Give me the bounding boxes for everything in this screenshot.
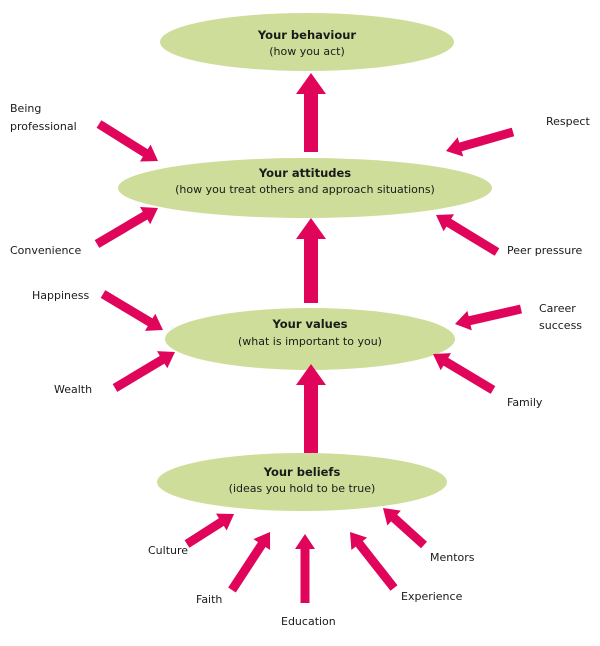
node-values-title: Your values: [271, 317, 347, 331]
node-values: [165, 308, 455, 370]
node-attitudes: [118, 158, 492, 218]
label-respect: Respect: [546, 115, 590, 128]
node-behaviour: [160, 13, 454, 71]
node-beliefs: [157, 453, 447, 511]
influence-arrow-respect: [446, 127, 515, 157]
flow-arrow-beliefs-to-values: [296, 364, 326, 453]
label-career-success: Career success: [539, 302, 582, 332]
label-experience: Experience: [401, 590, 463, 603]
label-family: Family: [507, 396, 543, 409]
node-beliefs-title: Your beliefs: [263, 465, 341, 479]
influence-arrow-career-success: [455, 304, 522, 331]
influence-arrow-faith: [228, 532, 271, 593]
label-mentors: Mentors: [430, 551, 475, 564]
node-attitudes-title: Your attitudes: [258, 166, 351, 180]
influence-arrow-convenience: [94, 207, 158, 248]
influence-arrow-education: [295, 534, 315, 603]
node-values-subtitle: (what is important to you): [238, 335, 382, 348]
node-behaviour-title: Your behaviour: [257, 28, 357, 42]
label-faith: Faith: [196, 593, 222, 606]
influence-arrow-happiness: [100, 290, 163, 331]
influence-arrow-being-professional: [96, 120, 158, 162]
influence-arrow-culture: [184, 513, 234, 548]
influence-arrow-wealth: [112, 351, 175, 392]
label-culture: Culture: [148, 544, 188, 557]
label-wealth: Wealth: [54, 383, 92, 396]
label-being-professional: Being professional: [10, 102, 77, 133]
node-attitudes-subtitle: (how you treat others and approach situa…: [175, 183, 435, 196]
influence-arrow-family: [433, 353, 496, 394]
node-behaviour-subtitle: (how you act): [269, 45, 345, 58]
label-education: Education: [281, 615, 336, 628]
flow-arrow-values-to-attitudes: [296, 218, 326, 303]
label-peer-pressure: Peer pressure: [507, 244, 583, 257]
flow-arrow-attitudes-to-behaviour: [296, 73, 326, 152]
label-convenience: Convenience: [10, 244, 81, 257]
node-beliefs-subtitle: (ideas you hold to be true): [229, 482, 376, 495]
label-happiness: Happiness: [32, 289, 90, 302]
influence-arrow-mentors: [383, 508, 427, 549]
influence-arrow-peer-pressure: [436, 214, 500, 256]
influence-arrow-experience: [350, 532, 398, 591]
